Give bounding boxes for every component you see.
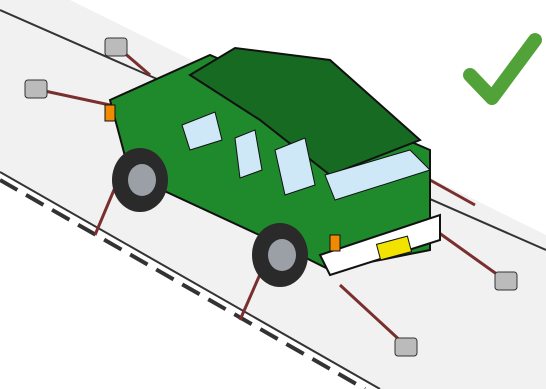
- anchor-point: [25, 80, 47, 98]
- anchor-point: [395, 338, 417, 356]
- anchor-point: [105, 38, 127, 56]
- rear-indicator-light: [105, 105, 115, 121]
- rim: [268, 239, 296, 271]
- checkmark-icon: [470, 40, 535, 98]
- wheel-front: [252, 223, 308, 287]
- front-indicator-light: [330, 235, 340, 251]
- rim: [128, 164, 156, 196]
- anchor-point: [495, 272, 517, 290]
- wheel-rear: [112, 148, 168, 212]
